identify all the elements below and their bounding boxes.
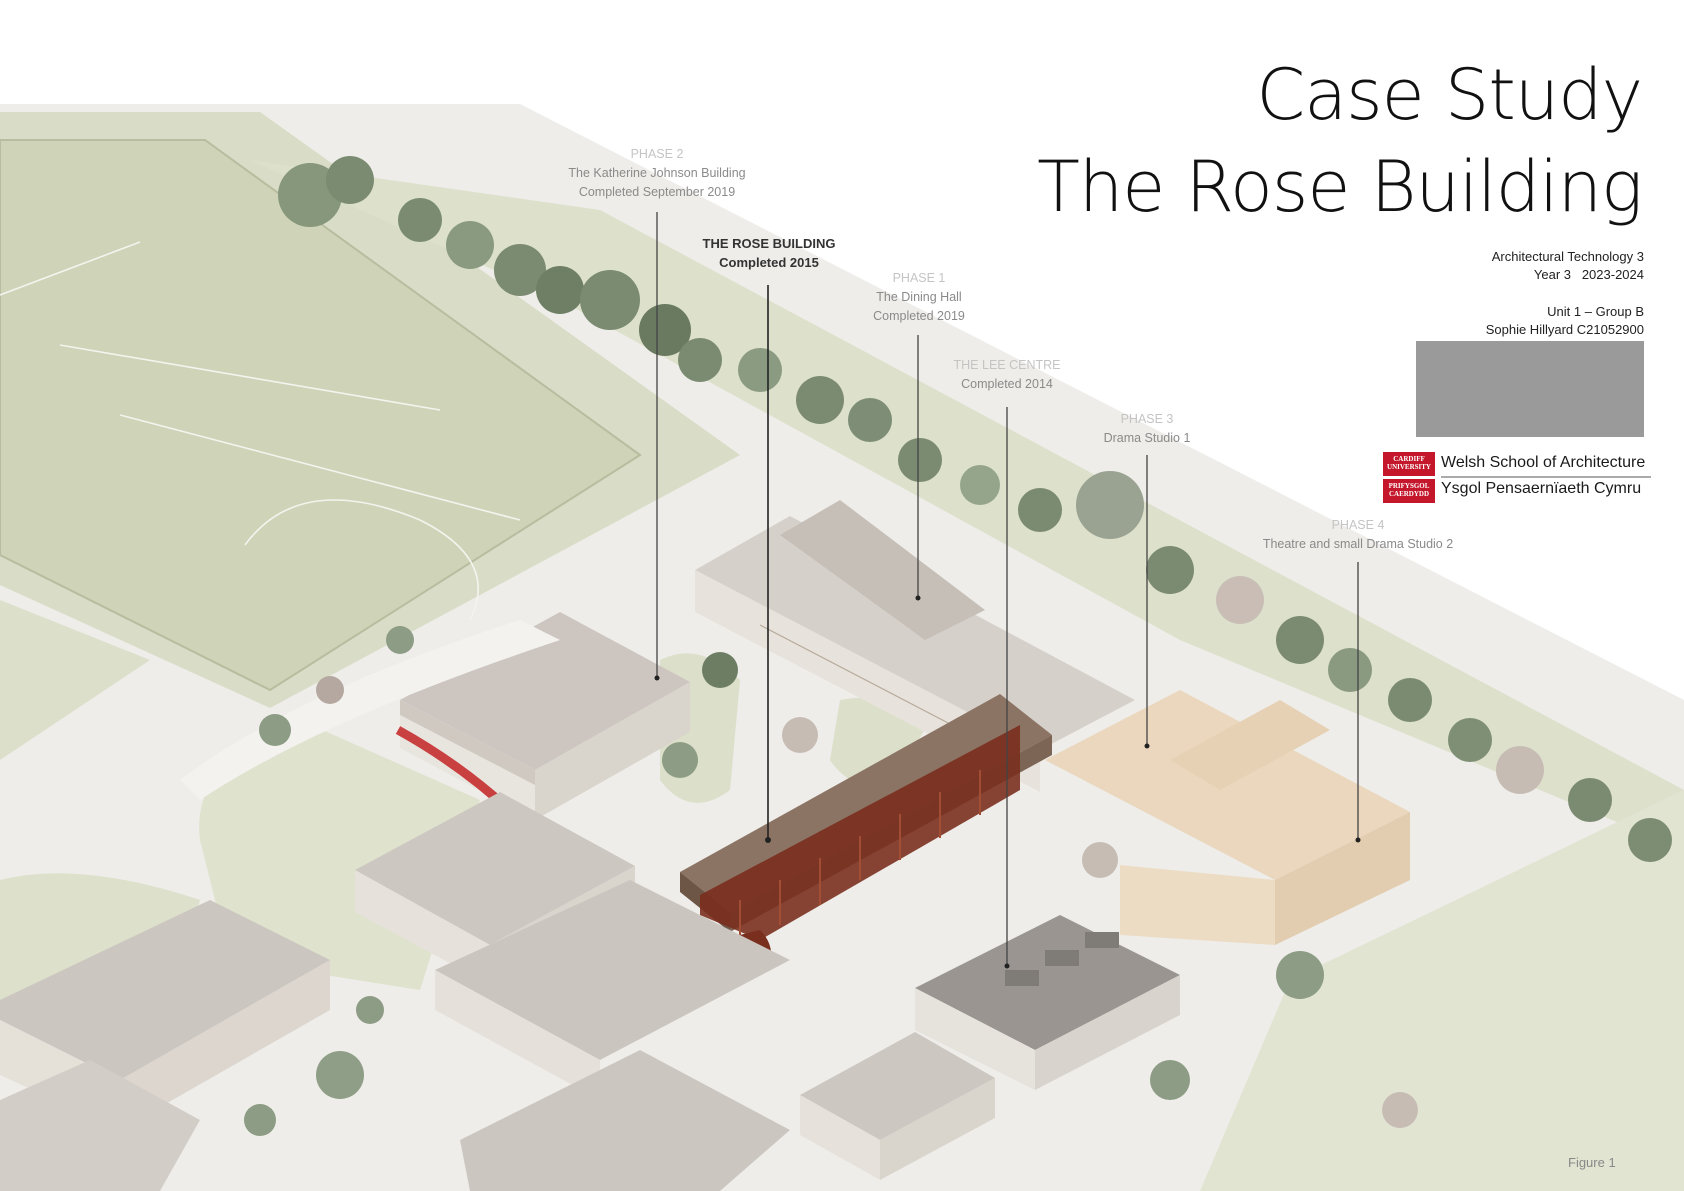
leader-dots	[654, 595, 1361, 969]
figure-caption: Figure 1	[1568, 1155, 1616, 1170]
cardiff-crest-bottom: PRIFYSGOL CAERDYDD	[1383, 479, 1435, 503]
label-rose-name: THE ROSE BUILDING	[702, 236, 836, 251]
sports-pitch	[0, 139, 642, 692]
label-lee-name: THE LEE CENTRE	[953, 358, 1061, 372]
label-rose-status: Completed 2015	[719, 255, 819, 270]
scattered-trees	[244, 626, 1418, 1136]
page-title-line-1: Case Study	[1256, 54, 1643, 136]
label-phase-2-status: Completed September 2019	[578, 185, 736, 199]
leader-lines	[656, 212, 1359, 966]
label-lee-centre: THE LEE CENTRE Completed 2014	[954, 356, 1061, 394]
label-phase-1-name: The Dining Hall	[876, 290, 962, 304]
site-path	[180, 620, 560, 800]
label-phase-4-name: Theatre and small Drama Studio 2	[1262, 537, 1454, 551]
label-phase-3-phase: PHASE 3	[1120, 412, 1174, 426]
page-title-line-2: The Rose Building	[1037, 146, 1643, 228]
course-name: Architectural Technology 3	[1491, 249, 1644, 264]
tree-verge	[250, 160, 1684, 850]
label-phase-3: PHASE 3 Drama Studio 1	[1104, 410, 1191, 448]
label-lee-status: Completed 2014	[961, 377, 1053, 391]
cardiff-crest-top: CARDIFF UNIVERSITY	[1383, 452, 1435, 476]
katherine-johnson-building	[395, 612, 690, 829]
school-name-welsh: Ysgol Pensaernïaeth Cymru	[1441, 480, 1642, 497]
lower-field	[0, 600, 150, 760]
southern-buildings	[0, 792, 995, 1191]
label-phase-1-status: Completed 2019	[873, 309, 965, 323]
label-phase-4-phase: PHASE 4	[1331, 518, 1385, 532]
label-phase-2: PHASE 2 The Katherine Johnson Building C…	[568, 145, 745, 202]
label-phase-2-name: The Katherine Johnson Building	[568, 166, 746, 180]
label-phase-4: PHASE 4 Theatre and small Drama Studio 2	[1263, 516, 1453, 554]
future-drama-theatre	[1045, 690, 1410, 945]
label-phase-3-name: Drama Studio 1	[1103, 431, 1191, 445]
tree-row	[278, 156, 1672, 862]
logo-divider	[1441, 476, 1651, 478]
label-phase-1: PHASE 1 The Dining Hall Completed 2019	[873, 269, 965, 326]
label-phase-2-phase: PHASE 2	[630, 147, 684, 161]
placeholder-image-box	[1416, 341, 1644, 437]
label-phase-1-phase: PHASE 1	[892, 271, 946, 285]
university-logo: CARDIFF UNIVERSITY PRIFYSGOL CAERDYDD We…	[1383, 452, 1653, 504]
school-name-english: Welsh School of Architecture	[1441, 454, 1646, 471]
east-verge	[1200, 790, 1684, 1191]
author-name: Sophie Hillyard C21052900	[1485, 322, 1644, 337]
label-rose-building: THE ROSE BUILDING Completed 2015	[703, 234, 836, 272]
unit-group: Unit 1 – Group B	[1547, 304, 1644, 319]
author-info: Unit 1 – Group B Sophie Hillyard C210529…	[1486, 303, 1644, 339]
course-year: Year 3 2023-2024	[1533, 267, 1644, 282]
course-info: Architectural Technology 3 Year 3 2023-2…	[1492, 248, 1644, 284]
lee-centre	[915, 915, 1180, 1090]
